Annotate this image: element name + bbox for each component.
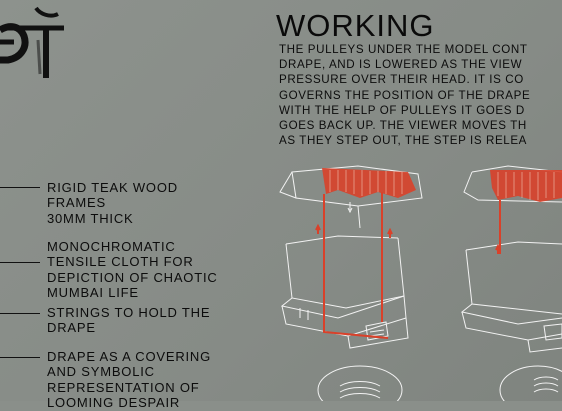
callout-line: Mumbai life: [47, 285, 139, 301]
callout-strings: Strings to hold the drape: [47, 305, 210, 336]
callout-line: depiction of chaotic: [47, 269, 218, 285]
callout-leader-line: [0, 357, 40, 359]
callout-frames: Rigid teak wood frames 30mm thick: [47, 180, 178, 226]
callout-line: 30mm thick: [47, 210, 134, 226]
description-line: goes back up. The viewer moves th: [279, 119, 527, 133]
drape-strings-2: [495, 200, 501, 254]
callout-line: tensile cloth for: [47, 254, 194, 270]
model-frame-2: [460, 165, 562, 353]
callout-tensile-cloth: Monochromatic tensile cloth for depictio…: [47, 239, 218, 301]
callout-line: looming despair: [47, 395, 181, 411]
description-line: as they step out, the step is relea: [279, 134, 528, 148]
description-paragraph: The pulleys under the model cont drape, …: [279, 42, 562, 148]
callout-line: drape: [47, 320, 96, 336]
coil-detail-circle-2: [499, 365, 562, 401]
working-mechanism-diagram: [279, 165, 562, 401]
page-title: WORKING: [276, 8, 435, 43]
red-drape-2: [490, 170, 562, 202]
callout-leader-line: [0, 262, 40, 264]
devanagari-glyph-icon: [0, 6, 64, 78]
callout-leader-line: [0, 187, 40, 189]
callout-leader-line: [0, 313, 40, 315]
red-drape-1: [322, 168, 416, 198]
callout-line: and symbolic: [47, 364, 155, 380]
callout-drape: Drape as a covering and symbolic represe…: [47, 349, 211, 411]
coil-detail-circle-1: [317, 365, 403, 401]
description-line: pressure over their head. It is co: [279, 73, 524, 87]
callout-line: frames: [47, 195, 106, 211]
poster-background: [0, 0, 562, 401]
description-line: drape, and is lowered as the view: [279, 58, 523, 72]
description-line: The pulleys under the model cont: [279, 43, 528, 56]
callout-line: representation of: [47, 379, 200, 395]
callout-line: Drape as a covering: [47, 349, 212, 364]
callout-line: Strings to hold the: [47, 305, 211, 320]
callout-line: Monochromatic: [47, 239, 176, 254]
drape-strings-1: [315, 192, 393, 339]
description-line: governs the position of the drape: [279, 88, 531, 102]
coil-spring-icon: [339, 376, 559, 399]
callout-line: Rigid teak wood: [47, 180, 178, 195]
description-line: with the help of pulleys it goes d: [279, 103, 525, 117]
